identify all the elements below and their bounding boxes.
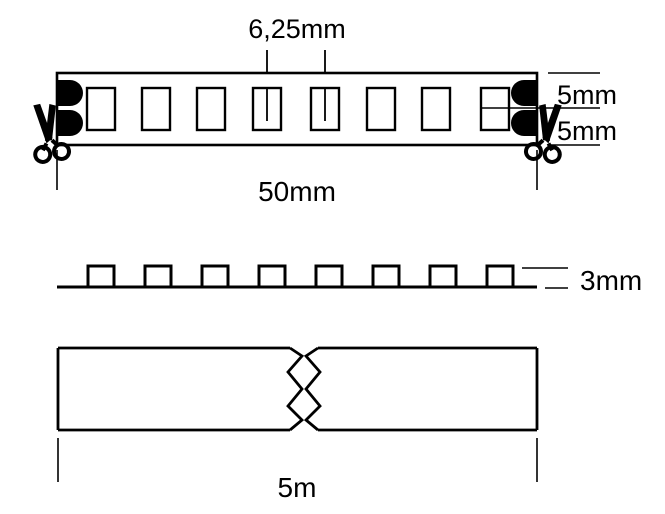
pitch-dimension-label: 6,25mm <box>248 14 346 44</box>
scissors-handle-right <box>523 141 543 161</box>
scissors-pivot-arms <box>41 138 60 152</box>
length-dimension-label: 50mm <box>258 176 336 207</box>
side-view-group: 3mm <box>57 264 642 296</box>
led-chip <box>140 86 172 132</box>
side-view-bump <box>257 264 287 287</box>
total-length-extension-lines <box>57 438 538 482</box>
total-length-label: 5m <box>278 472 317 503</box>
led-chip <box>85 86 117 132</box>
solder-pad-right-upper <box>511 80 537 106</box>
zigzag-break-icon <box>286 346 322 432</box>
strip-body-outline <box>55 71 539 147</box>
side-view-bump <box>428 264 458 287</box>
reel-view-group: 5m <box>56 346 539 503</box>
side-view-bump <box>143 264 173 287</box>
side-view-bump <box>200 264 230 287</box>
side-view-bump <box>86 264 116 287</box>
scissors-handle-right <box>52 141 72 161</box>
scissors-handle-left <box>33 144 53 164</box>
height-dimension-label: 3mm <box>580 265 642 296</box>
solder-pad-left-lower <box>57 110 83 136</box>
solder-pads-right <box>511 80 537 136</box>
scissors-icon <box>523 103 562 164</box>
scissors-blade-right <box>539 103 551 141</box>
solder-pad-right-lower <box>511 110 537 136</box>
length-dimension-extension-lines <box>56 150 538 190</box>
led-chip <box>195 86 227 132</box>
led-chip <box>420 86 452 132</box>
side-view-bump <box>314 264 344 287</box>
zigzag-break-left <box>286 346 305 432</box>
pad-lower-dimension-label: 5mm <box>557 116 617 146</box>
pad-upper-dimension-label: 5mm <box>557 80 617 110</box>
led-chip <box>365 86 397 132</box>
scissors-pivot-arms <box>535 138 554 152</box>
reel-rectangle-left-segment <box>56 346 290 432</box>
solder-pad-left-upper <box>57 80 83 106</box>
side-view-bump <box>485 264 515 287</box>
side-view-bump-row <box>86 264 515 287</box>
height-dimension-extension-lines <box>522 267 568 289</box>
led-chip <box>479 86 511 132</box>
reel-rectangle-right-segment <box>318 346 539 432</box>
zigzag-break-right <box>303 346 322 432</box>
top-view-group: 6,25mm 5mm 5mm 50mm <box>33 14 617 207</box>
scissors-blade-right <box>44 103 56 141</box>
scissors-icon <box>33 103 72 164</box>
solder-pads-left <box>57 80 83 136</box>
side-view-bump <box>371 264 401 287</box>
scissors-handle-left <box>542 144 562 164</box>
